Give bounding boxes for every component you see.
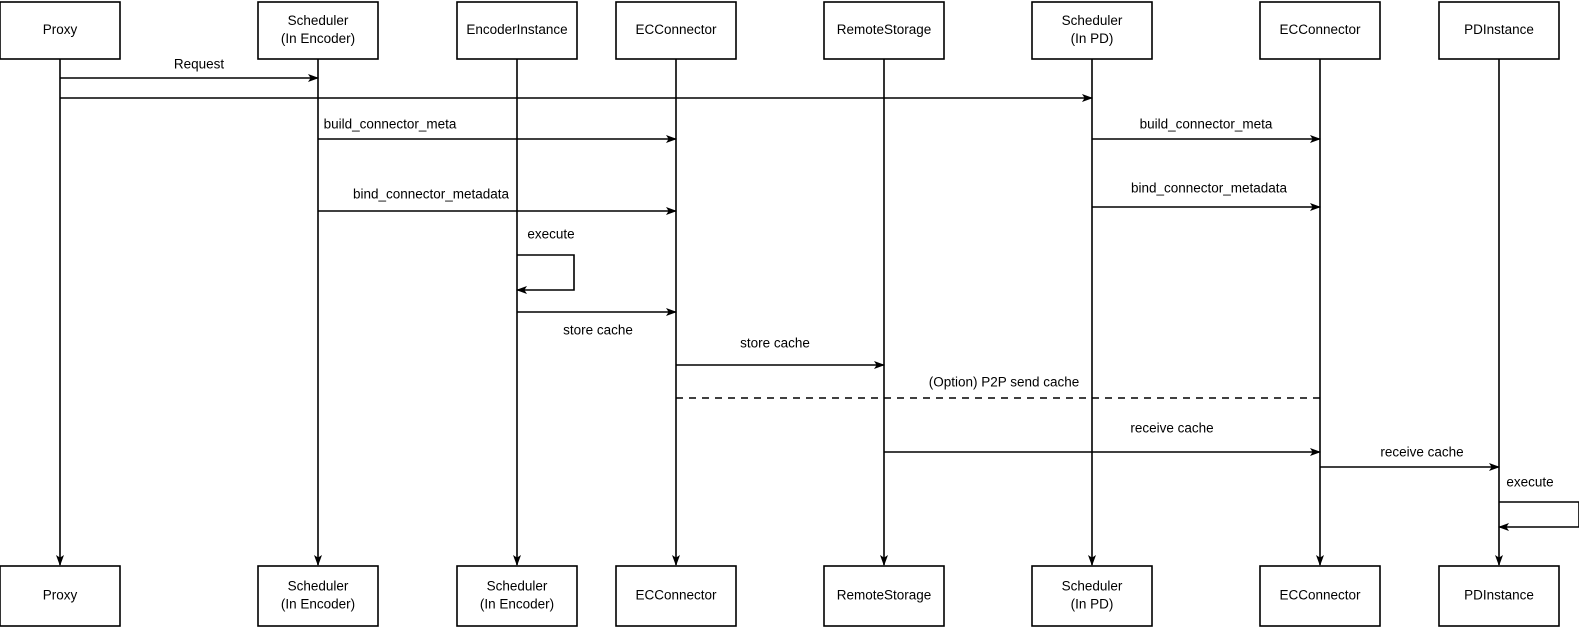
top-box-ec-connector-left[interactable]: ECConnector bbox=[615, 1, 737, 60]
top-box-rect-ec-connector-left[interactable] bbox=[615, 1, 737, 60]
message-label-build-connector-meta-left: build_connector_meta bbox=[324, 117, 457, 132]
bottom-box-label-line2-encoder-instance: (In Encoder) bbox=[480, 597, 554, 612]
bottom-box-proxy[interactable]: Proxy bbox=[0, 565, 121, 627]
bottom-box-label-line1-scheduler-in-pd: Scheduler bbox=[1062, 579, 1123, 594]
top-box-rect-remote-storage[interactable] bbox=[823, 1, 945, 60]
bottom-box-label-ec-connector-left: ECConnector bbox=[635, 588, 717, 603]
top-box-label-line2-scheduler-in-pd: (In PD) bbox=[1071, 31, 1114, 46]
bottom-boxes-group: Proxy Scheduler (In Encoder) Scheduler (In E… bbox=[0, 565, 1560, 627]
message-receive-cache-ecconnector-to-pdinstance: receive cache bbox=[1320, 445, 1500, 471]
message-bind-connector-metadata-left: bind_connector_metadata bbox=[318, 187, 677, 215]
top-box-rect-scheduler-in-encoder[interactable] bbox=[257, 1, 379, 60]
message-label-bind-connector-metadata-left: bind_connector_metadata bbox=[353, 187, 510, 202]
bottom-box-label-proxy: Proxy bbox=[43, 588, 78, 603]
bottom-box-scheduler-in-pd[interactable]: Scheduler (In PD) bbox=[1031, 565, 1153, 627]
top-box-rect-ec-connector-right[interactable] bbox=[1259, 1, 1381, 60]
bottom-box-label-remote-storage: RemoteStorage bbox=[837, 588, 932, 603]
top-box-remote-storage[interactable]: RemoteStorage bbox=[823, 1, 945, 60]
bottom-box-pd-instance[interactable]: PDInstance bbox=[1438, 565, 1560, 627]
top-box-label-encoder-instance: EncoderInstance bbox=[466, 22, 567, 37]
top-box-encoder-instance[interactable]: EncoderInstance bbox=[456, 1, 578, 60]
bottom-box-rect-ec-connector-left[interactable] bbox=[615, 565, 737, 627]
message-label-request: Request bbox=[174, 57, 225, 72]
bottom-box-rect-scheduler-in-pd[interactable] bbox=[1031, 565, 1153, 627]
bottom-box-rect-pd-instance[interactable] bbox=[1438, 565, 1560, 627]
bottom-box-label-line2-scheduler-in-pd: (In PD) bbox=[1071, 597, 1114, 612]
self-messages-group: execute execute bbox=[516, 227, 1579, 531]
message-label-store-cache-ecconnector-to-remotestorage: store cache bbox=[740, 336, 810, 351]
message-store-cache-ecconnector-to-remotestorage: store cache bbox=[676, 336, 885, 369]
top-box-label-proxy: Proxy bbox=[43, 22, 78, 37]
bottom-box-label-ec-connector-right: ECConnector bbox=[1279, 588, 1361, 603]
bottom-box-ec-connector-right[interactable]: ECConnector bbox=[1259, 565, 1381, 627]
message-label-p2p-send-cache: (Option) P2P send cache bbox=[929, 375, 1080, 390]
top-boxes-group: Proxy Scheduler (In Encoder) EncoderInstanc… bbox=[0, 1, 1560, 60]
top-box-label-line1-scheduler-in-encoder: Scheduler bbox=[288, 13, 349, 28]
message-receive-cache-remotestorage-to-ecconnector: receive cache bbox=[884, 421, 1321, 456]
bottom-box-ec-connector-left[interactable]: ECConnector bbox=[615, 565, 737, 627]
message-label-bind-connector-metadata-right: bind_connector_metadata bbox=[1131, 181, 1288, 196]
message-build-connector-meta-left: build_connector_meta bbox=[318, 117, 677, 143]
self-message-label-execute-pd-instance: execute bbox=[1506, 475, 1553, 490]
top-box-ec-connector-right[interactable]: ECConnector bbox=[1259, 1, 1381, 60]
top-box-proxy[interactable]: Proxy bbox=[0, 1, 121, 60]
bottom-box-label-line1-encoder-instance: Scheduler bbox=[487, 579, 548, 594]
bottom-box-rect-proxy[interactable] bbox=[0, 565, 121, 627]
message-store-cache-encoder-to-ecconnector: store cache bbox=[517, 308, 677, 338]
top-box-label-line2-scheduler-in-encoder: (In Encoder) bbox=[281, 31, 355, 46]
message-label-receive-cache-ecconnector-to-pdinstance: receive cache bbox=[1380, 445, 1463, 460]
bottom-box-encoder-instance[interactable]: Scheduler (In Encoder) bbox=[456, 565, 578, 627]
top-box-pd-instance[interactable]: PDInstance bbox=[1438, 1, 1560, 60]
top-box-label-ec-connector-left: ECConnector bbox=[635, 22, 717, 37]
top-box-label-line1-scheduler-in-pd: Scheduler bbox=[1062, 13, 1123, 28]
bottom-box-rect-scheduler-in-encoder[interactable] bbox=[257, 565, 379, 627]
messages-group: Request build_connector_meta build_connect… bbox=[60, 57, 1500, 471]
message-label-build-connector-meta-right: build_connector_meta bbox=[1140, 117, 1273, 132]
top-box-rect-proxy[interactable] bbox=[0, 1, 121, 60]
bottom-box-rect-encoder-instance[interactable] bbox=[456, 565, 578, 627]
self-message-path-execute-encoder-instance bbox=[516, 254, 575, 294]
bottom-box-label-line2-scheduler-in-encoder: (In Encoder) bbox=[281, 597, 355, 612]
top-box-rect-pd-instance[interactable] bbox=[1438, 1, 1560, 60]
top-box-label-pd-instance: PDInstance bbox=[1464, 22, 1534, 37]
message-bind-connector-metadata-right: bind_connector_metadata bbox=[1092, 181, 1321, 211]
self-message-execute-pd-instance: execute bbox=[1498, 475, 1579, 531]
bottom-box-remote-storage[interactable]: RemoteStorage bbox=[823, 565, 945, 627]
top-box-scheduler-in-encoder[interactable]: Scheduler (In Encoder) bbox=[257, 1, 379, 60]
top-box-rect-scheduler-in-pd[interactable] bbox=[1031, 1, 1153, 60]
self-message-path-execute-pd-instance bbox=[1498, 501, 1579, 531]
top-box-scheduler-in-pd[interactable]: Scheduler (In PD) bbox=[1031, 1, 1153, 60]
bottom-box-scheduler-in-encoder[interactable]: Scheduler (In Encoder) bbox=[257, 565, 379, 627]
top-box-label-remote-storage: RemoteStorage bbox=[837, 22, 932, 37]
top-box-rect-encoder-instance[interactable] bbox=[456, 1, 578, 60]
message-label-store-cache-encoder-to-ecconnector: store cache bbox=[563, 323, 633, 338]
message-label-receive-cache-remotestorage-to-ecconnector: receive cache bbox=[1130, 421, 1213, 436]
message-p2p-send-cache: (Option) P2P send cache bbox=[676, 375, 1320, 399]
self-message-label-execute-encoder-instance: execute bbox=[527, 227, 574, 242]
bottom-box-label-pd-instance: PDInstance bbox=[1464, 588, 1534, 603]
bottom-box-rect-remote-storage[interactable] bbox=[823, 565, 945, 627]
self-message-execute-encoder-instance: execute bbox=[516, 227, 575, 294]
lifelines-group bbox=[56, 59, 1503, 566]
bottom-box-rect-ec-connector-right[interactable] bbox=[1259, 565, 1381, 627]
message-request: Request bbox=[60, 57, 319, 82]
bottom-box-label-line1-scheduler-in-encoder: Scheduler bbox=[288, 579, 349, 594]
top-box-label-ec-connector-right: ECConnector bbox=[1279, 22, 1361, 37]
message-build-connector-meta-right: build_connector_meta bbox=[1092, 117, 1321, 143]
